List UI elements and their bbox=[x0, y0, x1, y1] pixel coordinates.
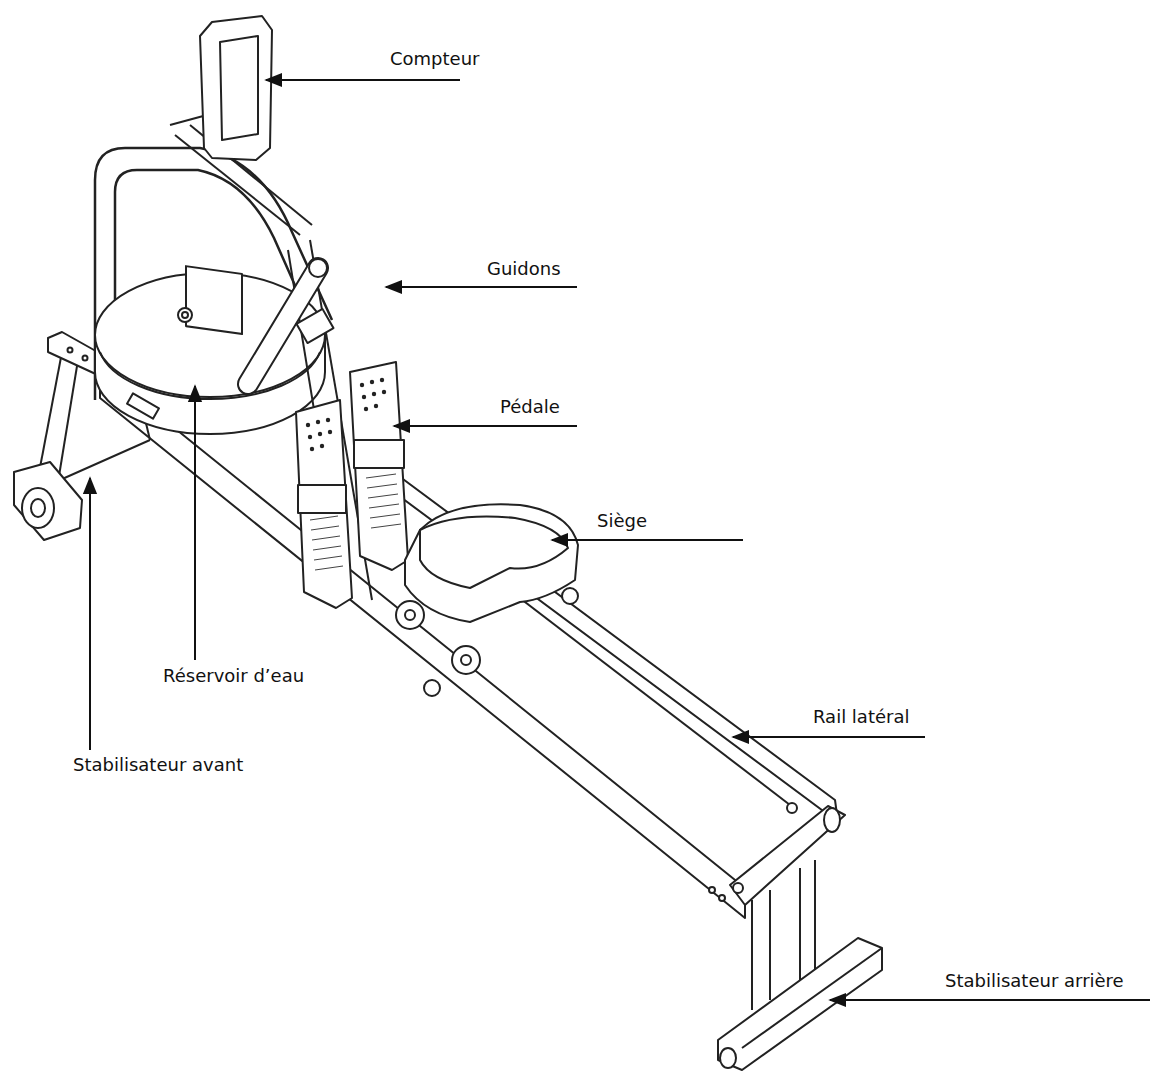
leader-line bbox=[266, 79, 460, 81]
part-label: Stabilisateur avant bbox=[73, 754, 243, 776]
leader-line bbox=[552, 539, 743, 541]
part-label: Siège bbox=[597, 510, 647, 532]
leader-line bbox=[394, 425, 577, 427]
part-label: Rail latéral bbox=[813, 706, 909, 728]
leader-line bbox=[733, 736, 925, 738]
part-label: Stabilisateur arrière bbox=[945, 970, 1124, 992]
leader-line bbox=[386, 286, 577, 288]
part-label: Réservoir d’eau bbox=[163, 665, 304, 687]
part-label: Guidons bbox=[487, 258, 561, 280]
leader-line bbox=[830, 999, 1150, 1001]
part-label: Pédale bbox=[500, 396, 560, 418]
leader-line bbox=[89, 478, 91, 750]
part-label: Compteur bbox=[390, 48, 479, 70]
leader-line bbox=[194, 386, 196, 660]
